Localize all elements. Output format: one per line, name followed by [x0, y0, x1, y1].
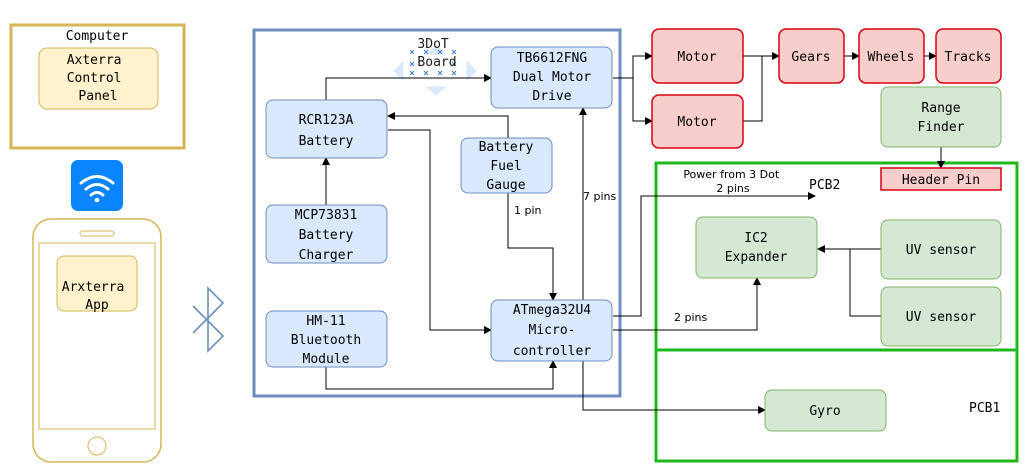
node-wheels: Wheels — [858, 28, 925, 84]
edge-mcu-expander — [613, 277, 761, 331]
pcb1-border — [654, 348, 1019, 463]
arxterra-app-box — [56, 255, 138, 312]
arxterra-app-label: Arxterra App — [62, 280, 132, 313]
node-motor-2: Motor — [651, 94, 744, 149]
svg-text:Tracks: Tracks — [945, 50, 992, 65]
edge-drive-motor1 — [613, 52, 653, 79]
svg-text:Motor: Motor — [677, 50, 716, 65]
edge-label-7-pins: 7 pins — [583, 190, 617, 203]
connectors — [322, 52, 945, 414]
pcb1-label: PCB1 — [969, 401, 1000, 416]
edge-fuel-battery — [387, 112, 509, 138]
phone-icon — [32, 218, 162, 463]
control-panel-label: Axterra Control Panel — [67, 53, 130, 104]
edge-battery-drive — [325, 74, 492, 100]
control-panel-box — [38, 47, 159, 110]
node-gyro: Gyro — [764, 389, 887, 432]
svg-text:Gyro: Gyro — [809, 404, 840, 419]
edge-label-2-pins: 2 pins — [674, 311, 708, 324]
edge-motor2-gears — [743, 56, 763, 122]
svg-text:Header Pin: Header Pin — [902, 173, 980, 188]
node-tracks: Tracks — [935, 28, 1002, 84]
node-uv-sensor-2: UV sensor — [880, 286, 1002, 347]
pcb2-label: PCB2 — [809, 178, 840, 193]
edge-label-1-pin: 1 pin — [514, 204, 542, 217]
svg-text:Gears: Gears — [791, 50, 830, 65]
node-motor-1: Motor — [651, 28, 744, 84]
bluetooth-icon — [192, 286, 225, 353]
computer-title: Computer — [66, 29, 129, 44]
board-move-icon — [393, 45, 477, 96]
edge-mcu-pcb2 — [613, 192, 816, 317]
edge-drive-motor2 — [632, 78, 653, 125]
edge-label-power: Power from 3 Dot 2 pins — [683, 168, 782, 195]
edge-battery-mcu — [388, 129, 492, 334]
svg-text:UV sensor: UV sensor — [906, 243, 977, 258]
svg-text:Motor: Motor — [677, 115, 716, 130]
node-uv-sensor-1: UV sensor — [880, 219, 1002, 280]
node-header-pin: Header Pin — [880, 167, 1002, 191]
board-selection-handles — [409, 49, 457, 76]
3dot-board-label: 3DoT Board — [417, 37, 456, 70]
edge-uv2-expander — [849, 249, 881, 317]
edge-bluetooth-mcu — [325, 360, 557, 390]
svg-text:UV sensor: UV sensor — [906, 310, 977, 325]
edge-mcu-gyro — [582, 361, 766, 414]
edge-fuel-mcu — [507, 193, 557, 301]
wifi-icon — [71, 160, 123, 211]
node-gears: Gears — [778, 28, 845, 84]
3dot-board-border — [252, 28, 622, 398]
svg-text:Wheels: Wheels — [868, 50, 915, 65]
